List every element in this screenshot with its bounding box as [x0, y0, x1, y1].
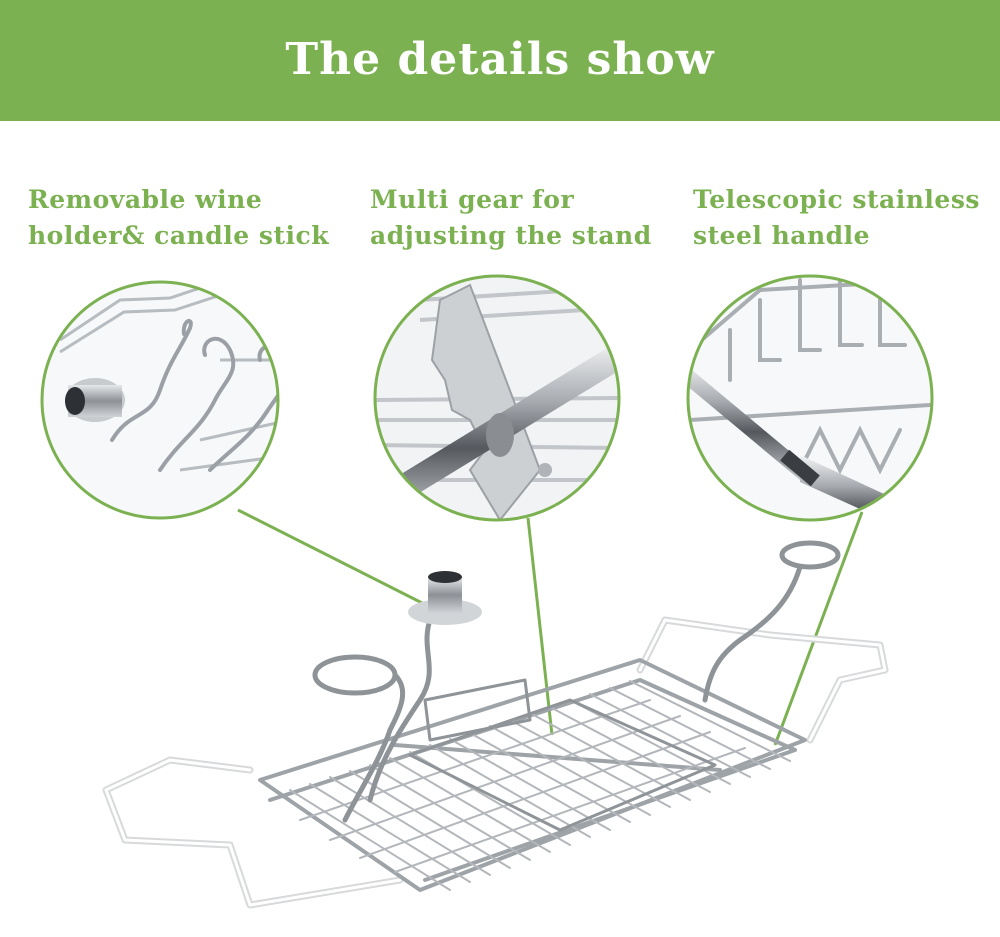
caption-line: Multi gear for [370, 185, 575, 214]
connector-line-wine-holder [237, 508, 433, 610]
bath-tray-product [102, 540, 889, 909]
caption-line: Telescopic stainless [693, 185, 980, 214]
detail-circle-multi-gear [373, 274, 621, 522]
detail-circle-telescopic-handle [686, 274, 934, 522]
callout-caption-telescopic-handle: Telescopic stainless steel handle [693, 182, 980, 254]
header-banner: The details show [0, 0, 1000, 121]
connector-line-multi-gear [526, 517, 554, 736]
caption-line: Removable wine [28, 185, 263, 214]
callout-caption-wine-holder: Removable wine holder& candle stick [28, 182, 329, 254]
caption-line: holder& candle stick [28, 221, 330, 250]
caption-line: steel handle [693, 221, 871, 250]
callout-caption-multi-gear: Multi gear for adjusting the stand [370, 182, 652, 254]
connector-lines [237, 508, 864, 746]
detail-circle-wine-holder [40, 280, 280, 520]
caption-line: adjusting the stand [370, 221, 652, 250]
connector-line-telescopic-handle [773, 511, 864, 746]
page-title: The details show [285, 34, 715, 85]
